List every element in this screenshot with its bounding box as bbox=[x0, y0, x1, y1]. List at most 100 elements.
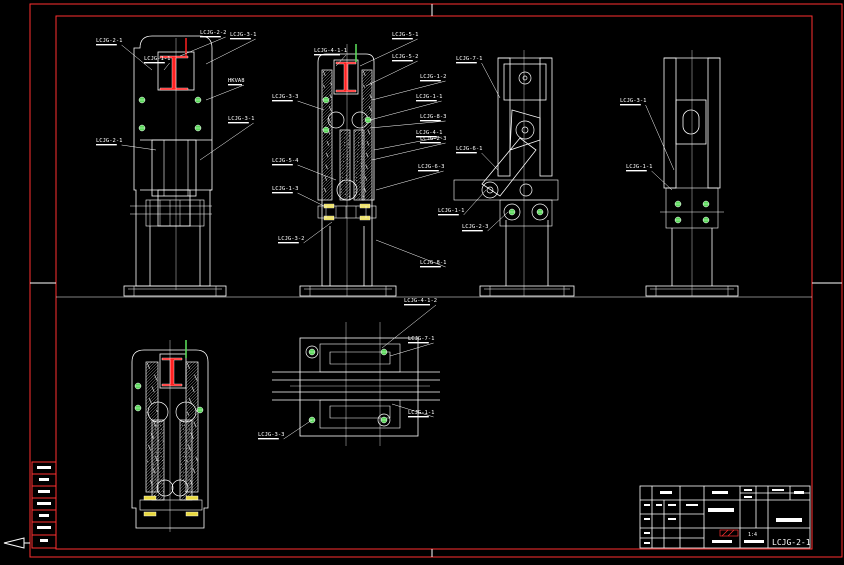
part-label-note bbox=[272, 192, 293, 194]
part-label: LCJG-2-1 bbox=[96, 38, 123, 46]
hatch-line bbox=[179, 419, 187, 427]
hatch-dot bbox=[191, 433, 192, 435]
hatch-line bbox=[321, 152, 333, 164]
hatch-dot bbox=[154, 424, 156, 426]
hatch-line bbox=[151, 449, 165, 463]
leader-line bbox=[297, 164, 337, 181]
hatch-dot bbox=[188, 414, 189, 415]
hatch-dot bbox=[187, 411, 188, 413]
hatch-dot bbox=[330, 110, 332, 112]
title-block-drawing-number: LCJG-2-1 bbox=[772, 538, 811, 547]
outline-rect bbox=[319, 399, 401, 429]
hatch-dot bbox=[188, 367, 190, 368]
part-labels: LCJG-2-1LCJG-2-2LCJG-1-1LCJG-3-1HKVA8LCJ… bbox=[96, 30, 653, 440]
hatch-dot bbox=[156, 458, 157, 459]
hatch-dot bbox=[370, 84, 372, 85]
hatch-dot bbox=[181, 421, 182, 422]
hatch-line bbox=[151, 464, 165, 478]
hatch-dot bbox=[368, 130, 369, 132]
hatch-line bbox=[339, 179, 351, 191]
hatch-line bbox=[339, 167, 351, 179]
hatch-dot bbox=[193, 421, 195, 423]
hatch-dot bbox=[156, 378, 157, 380]
hatch-dot bbox=[193, 471, 195, 472]
hatch-line bbox=[196, 490, 199, 493]
part-label-code: LCJG-2-1 bbox=[96, 138, 123, 144]
nut-yellow bbox=[185, 495, 199, 501]
hatch-dot bbox=[160, 424, 161, 426]
hatch-dot bbox=[328, 119, 330, 120]
leader-lines bbox=[121, 36, 675, 440]
hatch-dot bbox=[360, 177, 361, 179]
part-label-note bbox=[408, 416, 429, 418]
hatch-line bbox=[151, 452, 165, 466]
hatch-dot bbox=[188, 432, 190, 434]
hatch-dot bbox=[366, 153, 368, 155]
hatch-dot bbox=[155, 425, 157, 427]
hatch-dot bbox=[359, 193, 360, 195]
hatch-dot bbox=[152, 438, 154, 439]
hatch-dot bbox=[188, 483, 190, 485]
hatch-line bbox=[145, 361, 159, 375]
hatch-dot bbox=[186, 460, 187, 461]
hatch-dot bbox=[360, 174, 361, 176]
hatch-dot bbox=[362, 132, 364, 134]
hatch-dot bbox=[326, 153, 328, 155]
hatch-dot bbox=[370, 97, 372, 98]
hatch-dot bbox=[189, 487, 191, 489]
hatch-line bbox=[179, 479, 193, 493]
hatch-dot bbox=[184, 432, 186, 434]
hatch-line bbox=[151, 425, 165, 439]
hatch-dot bbox=[161, 487, 163, 489]
hatch-dot bbox=[152, 468, 154, 470]
hatch-dot bbox=[192, 436, 193, 437]
hatch-dot bbox=[151, 433, 152, 435]
hatch-dot bbox=[149, 448, 151, 450]
hatch-dot bbox=[343, 153, 345, 155]
hatch-dot bbox=[324, 74, 326, 76]
hatch-dot bbox=[154, 471, 155, 473]
hatch-line bbox=[353, 179, 365, 191]
part-label-note bbox=[272, 164, 293, 166]
hatch-dot bbox=[182, 467, 183, 469]
hatch-dot bbox=[369, 106, 370, 108]
hatch-line bbox=[179, 419, 193, 433]
leader-line bbox=[205, 84, 245, 101]
hatch-dot bbox=[194, 422, 195, 424]
hatch-dot bbox=[158, 467, 159, 469]
hatch-dot bbox=[330, 95, 331, 97]
hatch-dot bbox=[345, 193, 346, 195]
part-label-code: LCJG-3-1 bbox=[620, 98, 647, 104]
hatch-dot bbox=[161, 436, 163, 438]
hatch-dot bbox=[185, 436, 187, 438]
part-label-note bbox=[462, 230, 483, 232]
hatch-dot bbox=[195, 457, 197, 459]
hatch-dot bbox=[356, 165, 358, 167]
hatch-dot bbox=[189, 447, 190, 448]
hatch-dot bbox=[327, 155, 329, 157]
side-elevation-view bbox=[453, 50, 575, 297]
hatch-dot bbox=[156, 460, 157, 461]
hatch-dot bbox=[155, 426, 157, 428]
hatch-dot bbox=[325, 179, 327, 180]
leader-line bbox=[365, 60, 418, 87]
hatch-dot bbox=[366, 179, 367, 181]
hatch-dot bbox=[188, 445, 190, 447]
hatch-dot bbox=[370, 95, 371, 97]
hatch-line bbox=[145, 361, 156, 372]
leader-line bbox=[651, 170, 673, 191]
hatch-dot bbox=[364, 176, 366, 178]
part-label-code: LCJG-3-1 bbox=[230, 32, 257, 38]
hatch-dot bbox=[357, 153, 359, 155]
hatch-dot bbox=[155, 452, 157, 453]
hatch-dot bbox=[189, 447, 191, 449]
hatch-line bbox=[180, 488, 193, 501]
hatch-line bbox=[321, 98, 333, 110]
hatch-line bbox=[321, 80, 333, 92]
part-label: HKVA8 bbox=[228, 78, 245, 86]
hatch-dot bbox=[348, 196, 350, 197]
front-elevation-view bbox=[123, 35, 227, 297]
hatch-dot bbox=[156, 432, 158, 434]
hatch-dot bbox=[153, 469, 155, 471]
